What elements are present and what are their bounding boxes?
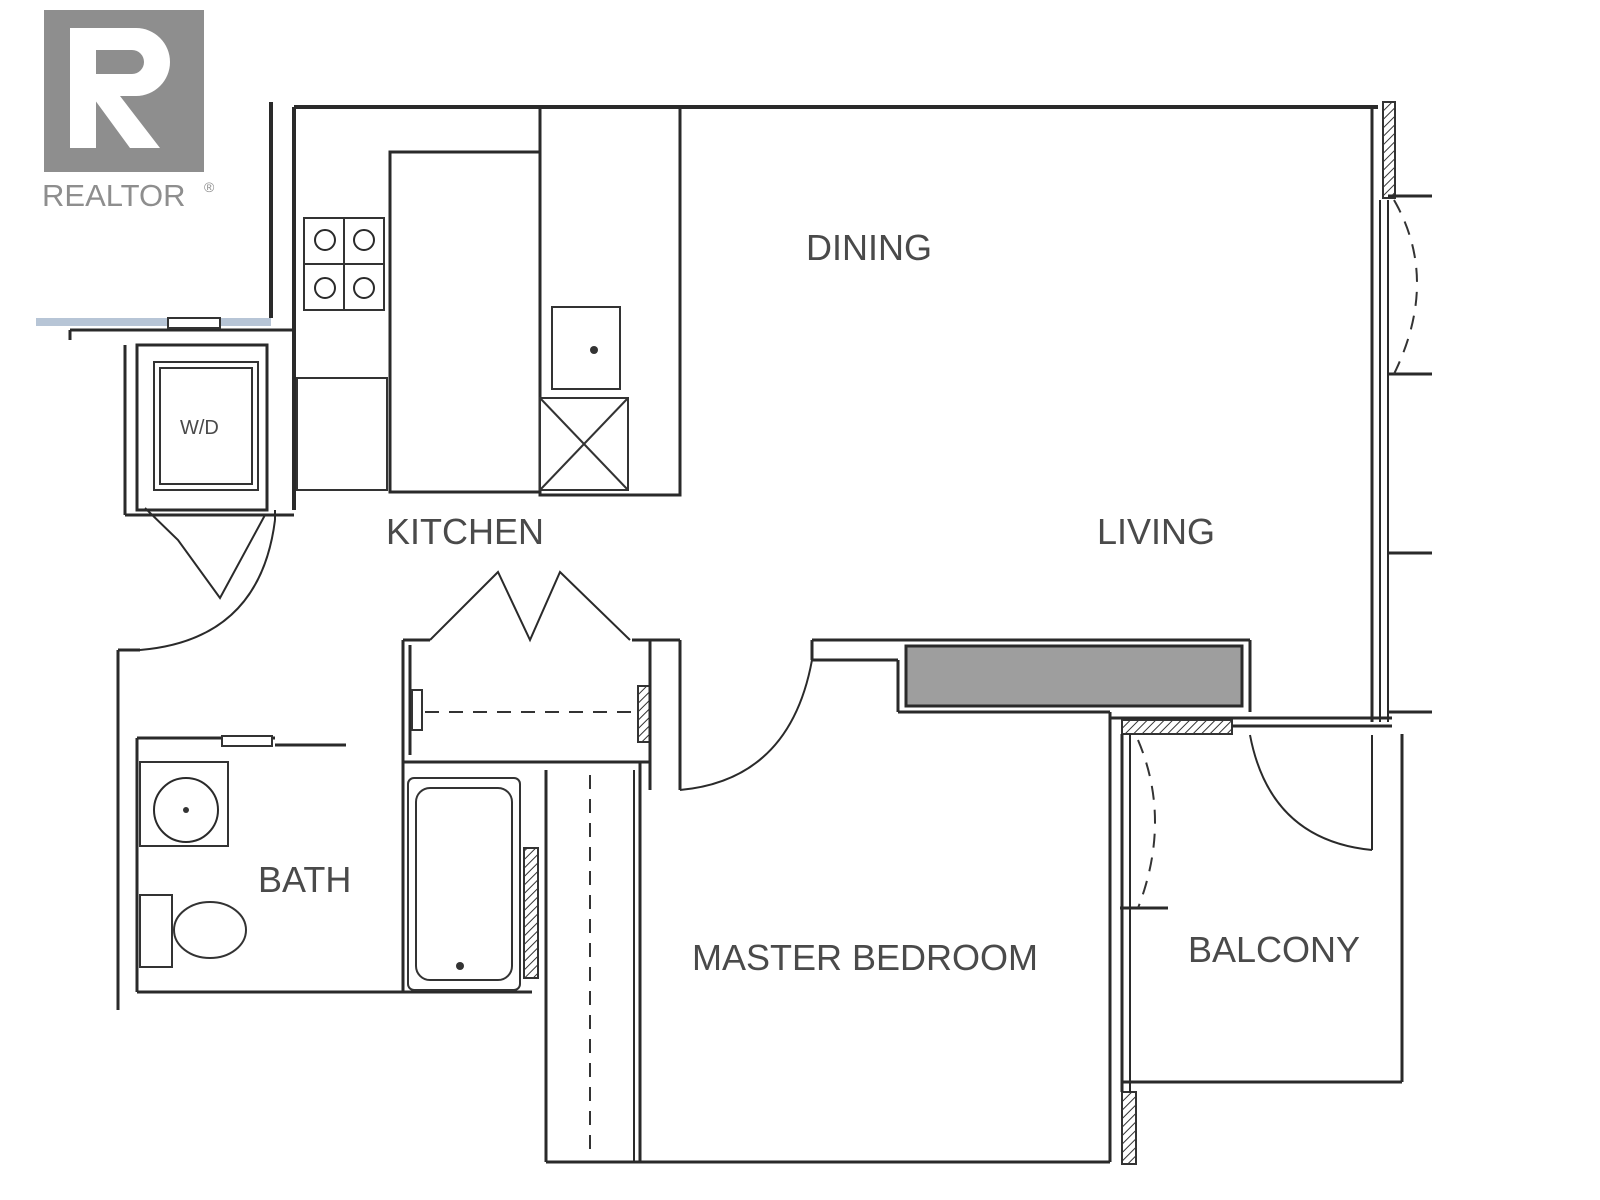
dishwasher-icon: [539, 397, 629, 491]
toilet-icon: [139, 894, 247, 968]
washer-dryer-label: W/D: [180, 417, 219, 439]
bath-fixtures: [139, 761, 539, 991]
realtor-logo: REALTOR ®: [42, 10, 215, 213]
kitchen-sink-icon: [551, 306, 621, 390]
room-label-dining: DINING: [806, 227, 932, 268]
refrigerator-icon: [296, 377, 388, 491]
room-labels: DINING KITCHEN LIVING BATH MASTER BEDROO…: [258, 227, 1360, 978]
living-ledge: [904, 644, 1244, 708]
room-label-bath: BATH: [258, 859, 351, 900]
cooktop-icon: [303, 217, 385, 311]
kitchen-area: [296, 105, 682, 497]
bathtub-icon: [407, 777, 521, 991]
room-label-master-bedroom: MASTER BEDROOM: [692, 937, 1038, 978]
realtor-logo-reg-mark: ®: [204, 179, 215, 195]
realtor-logo-text: REALTOR: [42, 178, 186, 213]
bath-sink-icon: [153, 777, 219, 843]
room-label-kitchen: KITCHEN: [386, 511, 544, 552]
doors: [139, 507, 813, 791]
room-label-balcony: BALCONY: [1188, 929, 1360, 970]
walls: [36, 101, 1432, 1165]
room-label-living: LIVING: [1097, 511, 1215, 552]
washer-dryer: W/D: [153, 361, 259, 491]
